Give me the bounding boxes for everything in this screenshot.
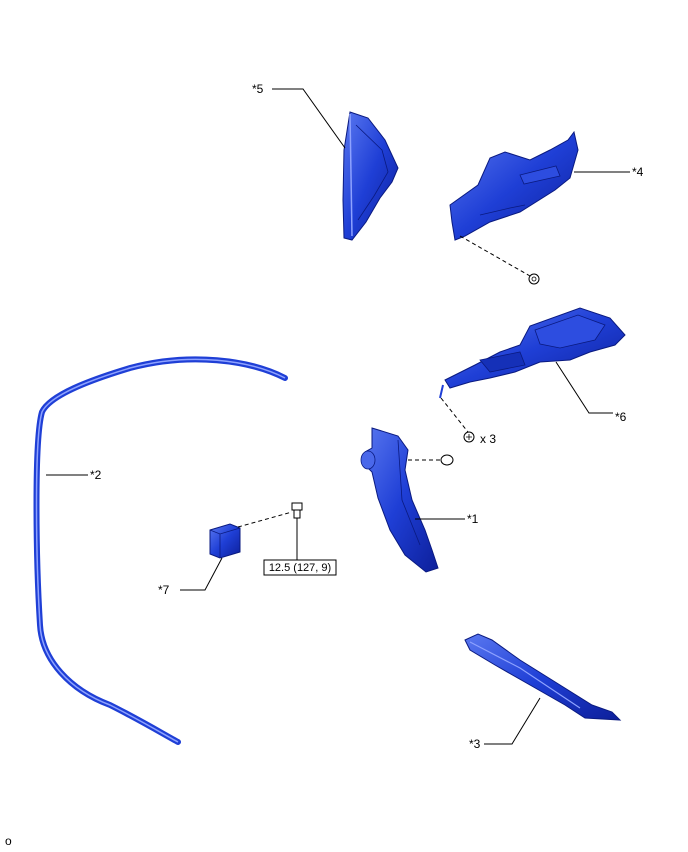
part-1-pillar-garnish: [360, 427, 439, 573]
dash-6: [440, 397, 469, 433]
screw-6-icon: [463, 431, 475, 443]
callout-1: *1: [467, 512, 479, 526]
callout-7: *7: [158, 583, 170, 597]
torque-spec: 12.5 (127, 9): [269, 562, 331, 574]
callout-4: *4: [632, 165, 644, 179]
bolt-7-icon: [291, 502, 303, 519]
part-6-console-tray: [439, 307, 626, 399]
clip-1-icon: [440, 454, 454, 466]
part-5-panel: [342, 111, 399, 241]
leader-6: [555, 361, 613, 414]
quantity-label: x 3: [480, 432, 496, 446]
weatherstrip-highlight: [35, 358, 286, 743]
figure-code: o: [5, 834, 12, 848]
clip-4-icon: [528, 273, 540, 285]
callout-3: *3: [469, 737, 481, 751]
part-7-block: [209, 523, 241, 559]
torque-box: [263, 559, 337, 576]
leader-3: [484, 697, 541, 745]
callout-5: *5: [252, 82, 264, 96]
dash-7: [237, 511, 293, 528]
callout-6: *6: [615, 410, 627, 424]
callout-2: *2: [90, 468, 102, 482]
leader-5: [272, 88, 346, 149]
leader-7: [180, 557, 223, 591]
part-4-trim-panel: [449, 130, 579, 241]
part-3-scuff-plate: [464, 633, 622, 721]
dash-4: [459, 235, 531, 277]
